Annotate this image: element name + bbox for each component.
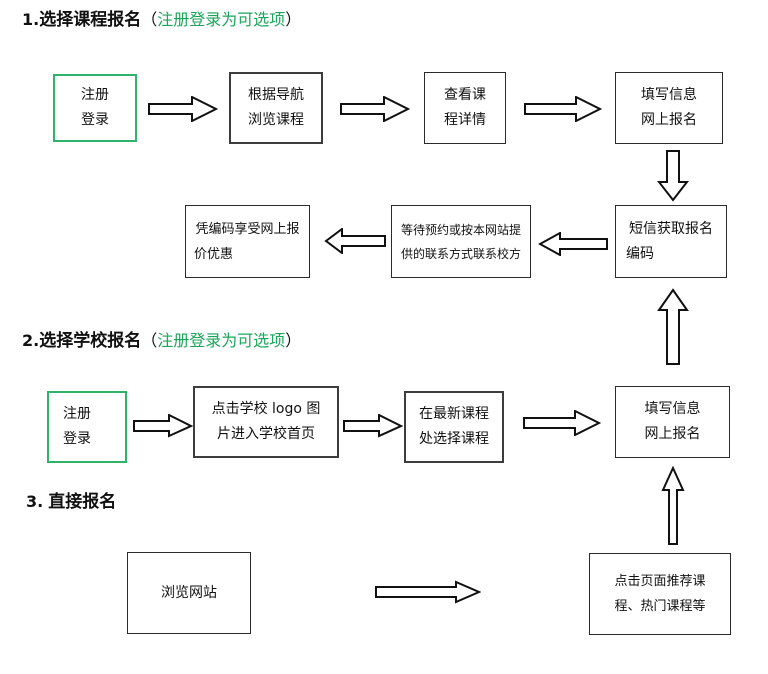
box-line: 价优惠 (194, 246, 234, 262)
section-1-heading: 1.选择课程报名（注册登录为可选项） (22, 10, 301, 30)
arrow-r2-b (538, 232, 608, 256)
section-2-paren-open: （ (141, 331, 158, 350)
arrow-r1-c (524, 96, 602, 122)
section-1-paren-close: ） (285, 10, 302, 29)
box-line: 网上报名 (644, 426, 701, 442)
section-1-paren-open: （ (141, 10, 158, 29)
box-line: 登录 (63, 431, 91, 447)
section-2-optional-note: 注册登录为可选项 (157, 331, 286, 350)
box-line: 编码 (626, 245, 654, 262)
box-line: 根据导航 (248, 87, 304, 103)
section-2-number: 2. (22, 331, 40, 350)
section-1-title: 选择课程报名 (39, 10, 142, 30)
box-line: 填写信息 (641, 87, 697, 103)
arrow-r3-c (523, 410, 601, 436)
box-sms-get-signup-code[interactable]: 短信获取报名 编码 (615, 205, 727, 278)
box-line: 登录 (81, 112, 109, 128)
box-register-login-2[interactable]: 注册 登录 (47, 391, 127, 463)
arrow-r1-b (340, 96, 410, 122)
box-fill-info-online-signup-2[interactable]: 填写信息 网上报名 (615, 386, 730, 458)
section-3-heading: 3.直接报名 (26, 492, 116, 512)
box-click-recommended-courses[interactable]: 点击页面推荐课 程、热门课程等 (589, 553, 731, 635)
box-wait-appointment-contact[interactable]: 等待预约或按本网站提 供的联系方式联系校方 (391, 205, 531, 278)
box-line: 网上报名 (641, 112, 697, 128)
box-line: 程详情 (444, 112, 486, 128)
box-view-course-detail[interactable]: 查看课 程详情 (424, 72, 506, 144)
arrow-r3-a (133, 414, 193, 438)
box-register-login-1[interactable]: 注册 登录 (53, 74, 137, 142)
section-1-optional-note: 注册登录为可选项 (157, 10, 286, 29)
box-line: 注册 (63, 406, 91, 422)
box-line: 处选择课程 (419, 431, 489, 447)
box-line: 片进入学校首页 (217, 426, 315, 442)
arrow-r2-a (324, 228, 386, 254)
box-line: 在最新课程 (419, 406, 489, 422)
arrow-r1-a (148, 96, 218, 122)
arrow-r3-b (343, 414, 403, 438)
section-3-number: 3. (26, 492, 44, 511)
arrow-up-1 (657, 288, 689, 366)
arrow-r4-a (375, 580, 481, 604)
box-line: 浏览课程 (248, 112, 304, 128)
section-2-title: 选择学校报名 (39, 331, 142, 351)
box-line: 浏览网站 (161, 584, 217, 601)
box-pick-from-newest-courses[interactable]: 在最新课程 处选择课程 (404, 391, 504, 463)
box-line: 等待预约或按本网站提 (400, 222, 521, 237)
box-browse-website[interactable]: 浏览网站 (127, 552, 251, 634)
section-1-number: 1. (22, 10, 40, 29)
box-fill-info-online-signup-1[interactable]: 填写信息 网上报名 (615, 72, 723, 144)
box-discount-with-code[interactable]: 凭编码享受网上报 价优惠 (185, 205, 310, 278)
box-line: 凭编码享受网上报 (195, 221, 300, 237)
box-line: 查看课 (444, 87, 486, 103)
section-2-heading: 2.选择学校报名（注册登录为可选项） (22, 331, 301, 351)
section-2-paren-close: ） (285, 331, 302, 350)
box-line: 供的联系方式联系校方 (400, 246, 521, 261)
section-3-title: 直接报名 (48, 492, 117, 512)
box-line: 注册 (81, 87, 109, 103)
box-browse-by-nav[interactable]: 根据导航 浏览课程 (229, 72, 323, 144)
box-line: 短信获取报名 (629, 220, 713, 237)
arrow-down-1 (657, 150, 689, 202)
box-line: 程、热门课程等 (614, 599, 706, 614)
box-line: 填写信息 (644, 401, 701, 417)
arrow-up-2 (660, 466, 686, 546)
box-click-school-logo[interactable]: 点击学校 logo 图 片进入学校首页 (193, 386, 339, 458)
box-line: 点击学校 logo 图 (211, 401, 321, 417)
box-line: 点击页面推荐课 (614, 574, 706, 589)
